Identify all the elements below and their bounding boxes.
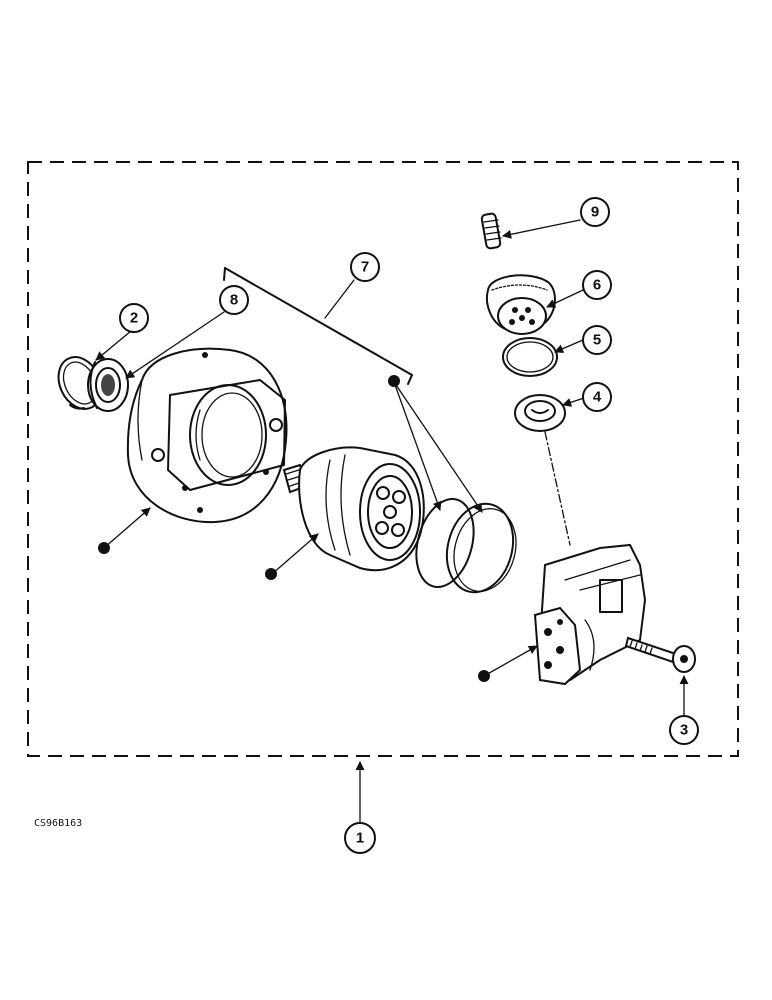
callout-2: 2 bbox=[119, 303, 149, 333]
kit-boundary-box bbox=[27, 161, 739, 757]
o-ring-part bbox=[415, 497, 475, 589]
callout-9: 9 bbox=[580, 197, 610, 227]
callout-4: 4 bbox=[582, 382, 612, 412]
front-housing-part bbox=[126, 347, 288, 524]
drawing-code: CS96B163 bbox=[34, 818, 82, 829]
svg-text:4: 4 bbox=[593, 389, 602, 406]
cap-screw-part bbox=[624, 636, 696, 673]
callout-6: 6 bbox=[582, 270, 612, 300]
svg-text:6: 6 bbox=[593, 277, 601, 294]
alignment-centerline bbox=[544, 431, 571, 546]
svg-text:3: 3 bbox=[680, 722, 688, 739]
callout-7: 7 bbox=[350, 252, 380, 282]
callout-3: 3 bbox=[669, 715, 699, 745]
svg-text:9: 9 bbox=[591, 204, 599, 221]
svg-text:7: 7 bbox=[361, 259, 369, 276]
leader-lines bbox=[95, 219, 689, 823]
callout-8: 8 bbox=[219, 285, 249, 315]
svg-text:5: 5 bbox=[593, 332, 601, 349]
end-cap-part bbox=[533, 543, 647, 686]
rotating-group-part bbox=[282, 446, 425, 572]
retaining-ring-part bbox=[502, 337, 558, 377]
callout-1: 1 bbox=[344, 822, 376, 854]
set-screw-part bbox=[480, 212, 502, 250]
group-bracket bbox=[224, 267, 413, 376]
snap-ring-part bbox=[57, 356, 103, 410]
svg-text:8: 8 bbox=[230, 292, 238, 309]
unnumbered-dot-rotating-group bbox=[265, 568, 277, 580]
unnumbered-dot-housing bbox=[98, 542, 110, 554]
unnumbered-dot-seal-rings bbox=[388, 375, 400, 387]
valve-plate-part bbox=[486, 274, 556, 335]
callout-5: 5 bbox=[582, 325, 612, 355]
svg-text:2: 2 bbox=[130, 310, 138, 327]
bearing-plate-part bbox=[514, 394, 566, 432]
svg-text:1: 1 bbox=[356, 830, 364, 847]
gasket-ring-part bbox=[445, 502, 517, 594]
unnumbered-dot-end-cap bbox=[478, 670, 490, 682]
shaft-seal-part bbox=[87, 358, 129, 412]
